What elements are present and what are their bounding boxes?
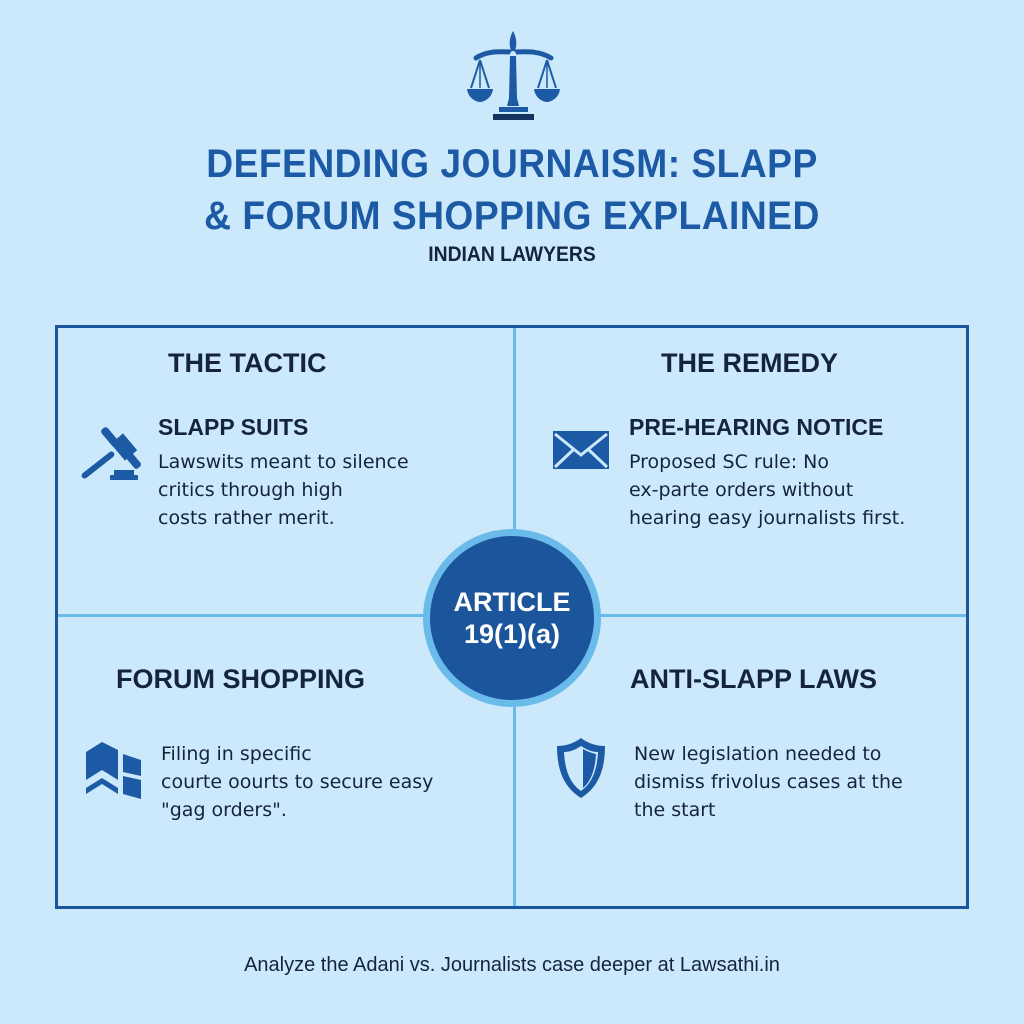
slapp-suits-title: SLAPP SUITS	[158, 414, 309, 440]
anti-slapp-heading: ANTI-SLAPP LAWS	[630, 664, 878, 694]
page-title: DEFENDING JOURNAISM: SLAPP & FORUM SHOPP…	[36, 138, 988, 242]
pre-hearing-notice-title: PRE-HEARING NOTICE	[629, 414, 884, 440]
title-line-1: DEFENDING JOURNAISM: SLAPP	[206, 142, 818, 186]
forum-shopping-heading: FORUM SHOPPING	[116, 664, 366, 694]
scales-of-justice-icon	[466, 28, 561, 120]
slapp-suits-description: Lawswits meant to silence critics throug…	[158, 451, 409, 529]
tactic-heading: THE TACTIC	[168, 348, 327, 378]
badge-line-1: ARTICLE	[453, 587, 571, 617]
pre-hearing-notice-description: Proposed SC rule: No ex-parte orders wit…	[629, 451, 906, 529]
map-icon	[86, 742, 142, 805]
forum-shopping-description: Filing in specific courte oourts to secu…	[161, 743, 434, 821]
envelope-icon	[553, 431, 609, 474]
title-line-2: & FORUM SHOPPING EXPLAINED	[204, 194, 820, 238]
page-subtitle: INDIAN LAWYERS	[428, 243, 596, 266]
anti-slapp-description: New legislation needed to dismiss frivol…	[634, 743, 903, 821]
gavel-icon	[76, 422, 146, 489]
shield-icon	[555, 736, 607, 805]
article-badge: ARTICLE 19(1)(a)	[423, 529, 601, 707]
remedy-heading: THE REMEDY	[661, 348, 839, 378]
badge-line-2: 19(1)(a)	[463, 619, 561, 649]
footer-cta: Analyze the Adani vs. Journalists case d…	[244, 954, 780, 976]
